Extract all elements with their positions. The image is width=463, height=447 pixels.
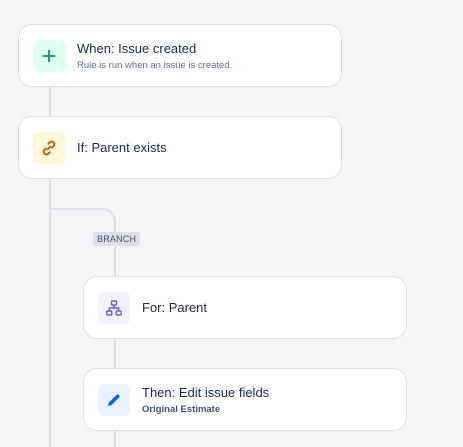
action-icon-box (98, 383, 130, 416)
pencil-icon (106, 392, 122, 408)
action-card[interactable]: Then: Edit issue fields Original Estimat… (83, 368, 407, 431)
connector-line (49, 86, 51, 117)
branch-badge: BRANCH (93, 232, 141, 246)
branch-icon-box (98, 291, 130, 324)
connector-line (114, 246, 116, 277)
trigger-card[interactable]: When: Issue created Rule is run when an … (18, 24, 342, 87)
connector-line (114, 338, 116, 369)
action-title: Then: Edit issue fields (142, 384, 270, 400)
trigger-subtitle: Rule is run when an issue is created. (77, 59, 233, 71)
connector-line (114, 430, 116, 447)
connector-line (49, 178, 51, 447)
hierarchy-icon (106, 299, 122, 316)
branch-card[interactable]: For: Parent (83, 276, 407, 339)
condition-icon-box (33, 131, 65, 164)
trigger-title: When: Issue created (77, 40, 197, 56)
condition-card[interactable]: If: Parent exists (18, 116, 342, 179)
branch-title: For: Parent (142, 299, 208, 315)
action-subtitle: Original Estimate (142, 403, 221, 415)
trigger-icon-box (33, 39, 65, 72)
link-icon (40, 139, 58, 157)
plus-icon (42, 49, 56, 63)
branch-connector (50, 208, 116, 248)
condition-title: If: Parent exists (77, 139, 167, 155)
